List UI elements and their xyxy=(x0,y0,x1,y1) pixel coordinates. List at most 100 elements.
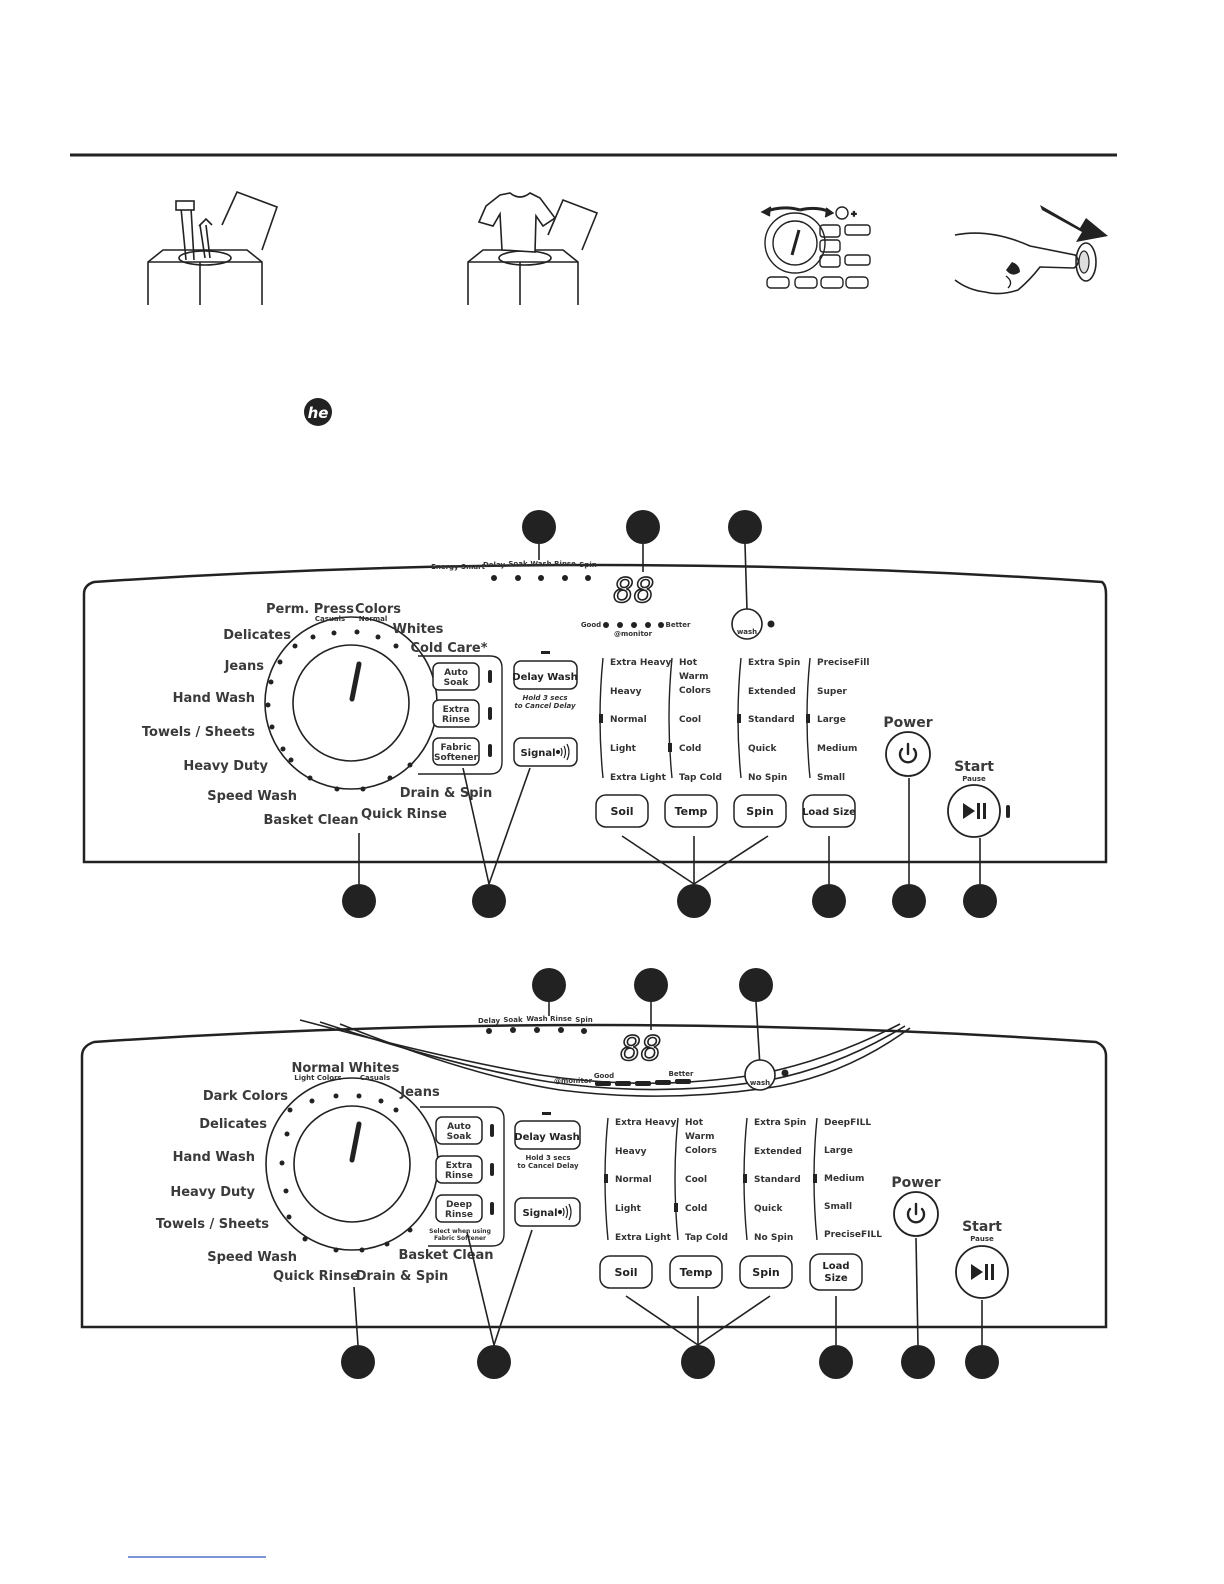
cycle-cold-care: Cold Care* xyxy=(410,641,487,656)
cycle-heavy-duty: Heavy Duty xyxy=(183,759,268,774)
auto-soak-label-1: Auto xyxy=(444,668,468,678)
callout-circle xyxy=(963,884,997,918)
deep-rinse-label-1: Deep xyxy=(446,1200,473,1210)
wash-button[interactable]: wash xyxy=(744,1059,776,1091)
extra-rinse-button[interactable]: Extra Rinse xyxy=(432,699,480,728)
spin-label: Spin xyxy=(752,1266,779,1279)
spin-label: Spin xyxy=(746,805,773,818)
temp-level: Cold xyxy=(679,744,701,754)
dial-pointer xyxy=(349,661,362,702)
load-size-label-2: Size xyxy=(824,1273,847,1284)
start-pause-button[interactable] xyxy=(955,1245,1009,1299)
soil-button[interactable]: Soil xyxy=(599,1255,653,1289)
soil-level: Extra Heavy xyxy=(615,1118,676,1128)
auto-soak-label-1: Auto xyxy=(447,1122,471,1132)
power-button[interactable] xyxy=(885,731,931,777)
load-scale: DeepFILL Large Medium Small PreciseFILL xyxy=(813,1117,882,1241)
signal-button[interactable]: Signal xyxy=(514,1197,581,1227)
status-rinse: Rinse xyxy=(554,560,576,568)
callout-circle xyxy=(477,1345,511,1379)
auto-soak-button[interactable]: Auto Soak xyxy=(432,662,480,691)
extra-rinse-indicator xyxy=(490,1163,494,1176)
spin-button[interactable]: Spin xyxy=(739,1255,793,1289)
extra-rinse-label-2: Rinse xyxy=(442,715,470,725)
status-soak: Soak xyxy=(503,1016,523,1024)
load-level: Small xyxy=(817,773,845,783)
callout-circle xyxy=(532,968,566,1002)
play-pause-icon xyxy=(971,1264,994,1280)
spin-scale: Extra Spin Extended Standard Quick No Sp… xyxy=(737,657,800,783)
soil-level: Extra Light xyxy=(610,773,667,783)
callout-circle xyxy=(626,510,660,544)
status-soak: Soak xyxy=(508,560,528,568)
cycle-dial[interactable] xyxy=(264,616,438,792)
auto-soak-label-2: Soak xyxy=(447,1132,473,1142)
load-level: Small xyxy=(824,1202,852,1212)
wash-button[interactable]: wash xyxy=(731,608,763,640)
cycle-colors: Colors xyxy=(355,602,401,617)
start-label: Start xyxy=(954,759,994,775)
fabric-softener-indicator xyxy=(488,744,492,757)
delay-wash-button[interactable]: Delay Wash xyxy=(514,1120,581,1150)
monitor-better: Better xyxy=(669,1070,695,1078)
callout-circle xyxy=(728,510,762,544)
fabric-softener-label-2: Softener xyxy=(434,753,478,763)
load-scale: PreciseFill Super Large Medium Small xyxy=(806,657,869,783)
status-rinse: Rinse xyxy=(550,1015,572,1023)
soil-level: Light xyxy=(615,1204,642,1214)
panel-2-outline xyxy=(80,1023,1108,1329)
spin-level: Quick xyxy=(748,744,777,754)
soil-level: Extra Light xyxy=(615,1233,672,1243)
temp-scale: Hot Warm Colors Cool Cold Tap Cold xyxy=(674,1117,728,1243)
delay-wash-button[interactable]: Delay Wash xyxy=(512,660,578,690)
wash-label: wash xyxy=(737,628,757,636)
load-level: Large xyxy=(817,715,846,725)
temp-button[interactable]: Temp xyxy=(669,1255,723,1289)
temp-level: Warm xyxy=(679,672,709,682)
deep-rinse-button[interactable]: Deep Rinse xyxy=(435,1194,483,1223)
monitor-good: Good xyxy=(594,1072,614,1080)
panel-1: Energy Smart Delay Soak Wash Rinse Spin … xyxy=(82,510,1108,918)
callout-circle xyxy=(341,1345,375,1379)
callout-circle xyxy=(522,510,556,544)
cycle-basket-clean: Basket Clean xyxy=(263,813,358,828)
delay-hold-1: Hold 3 secs xyxy=(525,1154,570,1162)
callout-circle xyxy=(677,884,711,918)
signal-button[interactable]: Signal xyxy=(513,737,578,767)
load-size-button[interactable]: Load Size xyxy=(809,1253,863,1291)
status-energy-smart: Energy Smart xyxy=(431,563,485,571)
dial-pointer xyxy=(349,1121,362,1163)
temp-label: Temp xyxy=(675,805,708,818)
temp-label: Temp xyxy=(680,1266,713,1279)
delay-indicator xyxy=(541,651,550,654)
start-pause-button[interactable] xyxy=(947,784,1001,838)
he-logo-icon: he xyxy=(304,398,332,426)
fabric-softener-button[interactable]: Fabric Softener xyxy=(432,737,480,766)
callout-circle xyxy=(965,1345,999,1379)
auto-soak-button[interactable]: Auto Soak xyxy=(435,1116,483,1145)
power-button[interactable] xyxy=(893,1191,939,1237)
status-delay: Delay xyxy=(478,1017,500,1025)
soil-button[interactable]: Soil xyxy=(595,794,649,828)
soil-level: Normal xyxy=(610,715,647,725)
cycle-dial[interactable] xyxy=(265,1077,439,1253)
soil-label: Soil xyxy=(610,805,633,818)
soil-label: Soil xyxy=(614,1266,637,1279)
monitor-good: Good xyxy=(581,621,601,629)
wash-indicator xyxy=(767,620,775,628)
extra-rinse-button[interactable]: Extra Rinse xyxy=(435,1155,483,1184)
delay-hold-2: to Cancel Delay xyxy=(514,702,576,710)
cycle-perm-press: Perm. Press xyxy=(266,602,354,617)
status-spin: Spin xyxy=(579,561,596,569)
extra-rinse-label-1: Extra xyxy=(443,705,470,715)
temp-button[interactable]: Temp xyxy=(664,794,718,828)
dial-dots xyxy=(279,1093,413,1253)
load-size-button[interactable]: Load Size xyxy=(802,794,856,828)
extra-rinse-label-2: Rinse xyxy=(445,1171,473,1181)
signal-icon xyxy=(557,1203,572,1221)
temp-level: Hot xyxy=(685,1118,704,1128)
status-delay: Delay xyxy=(483,561,505,569)
load-level: Medium xyxy=(817,744,857,754)
spin-button[interactable]: Spin xyxy=(733,794,787,828)
